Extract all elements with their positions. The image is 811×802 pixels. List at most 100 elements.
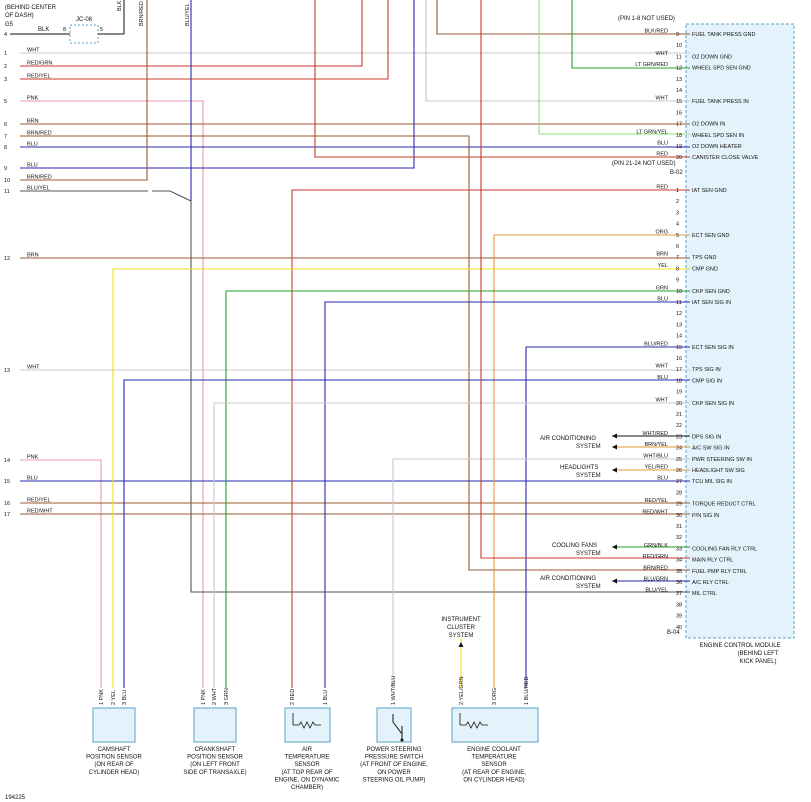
crankshaft-position-sensor-label-line: POSITION SENSOR xyxy=(187,755,243,761)
b04-wire-color-24: BRN/YEL xyxy=(644,442,668,448)
wire-left-14-pnk xyxy=(20,459,102,688)
wire-left-9-blu xyxy=(20,0,415,169)
headlights-system: HEADLIGHTS SYSTEM xyxy=(560,465,617,479)
b04-func-8: CMP GND xyxy=(692,266,718,272)
instrument-cluster-system: INSTRUMENT CLUSTER SYSTEM xyxy=(441,617,481,647)
b04-pin-7: 7 xyxy=(676,255,679,261)
cooling-fans-line1: COOLING FANS xyxy=(552,543,597,549)
b02-pin-11: 11 xyxy=(676,54,682,60)
left-wire-color-2: RED/GRN xyxy=(27,61,52,67)
b02-wire-color-15: WHT xyxy=(655,96,668,102)
b04-func-29: TORQUE REDUCT CTRL xyxy=(692,502,756,508)
power-steering-pressure-switch-label-line: POWER STEERING xyxy=(366,747,421,753)
b04-pin-28: 28 xyxy=(676,490,682,496)
b04-pin-15: 15 xyxy=(676,345,682,351)
ecm-name-line1: ENGINE CONTROL MODULE xyxy=(699,643,780,649)
wire-b04-18-blu xyxy=(123,379,690,688)
blk-ground-label: BLK xyxy=(38,27,49,33)
top-wire-label-brn-red: BRN/RED xyxy=(139,1,145,26)
wire-left-11-blu-yel-cont xyxy=(152,190,690,593)
power-steering-pressure-switch-label-line: (AT FRONT OF ENGINE, xyxy=(360,762,428,768)
wire-left-10-brn-red xyxy=(20,0,148,181)
b02-wire-color-20: RED xyxy=(656,152,668,158)
wire-left-2-red-grn xyxy=(20,0,363,67)
b04-func-30: P/N SIG IN xyxy=(692,513,719,519)
b02-func-12: WHEEL SPD SEN GND xyxy=(692,66,751,72)
camshaft-position-sensor-label-line: POSITION SENSOR xyxy=(86,755,142,761)
b04-func-7: TPS GND xyxy=(692,255,716,261)
b02-pin-13: 13 xyxy=(676,77,682,83)
wire-b02-18-ltgrn-yel xyxy=(538,0,690,135)
b04-pin-1: 1 xyxy=(676,188,679,194)
b04-wire-color-10: GRN xyxy=(656,285,668,291)
left-pin-13: 13 xyxy=(4,368,10,374)
g5-location-line2: OF DASH) xyxy=(5,13,34,19)
b04-pin-22: 22 xyxy=(676,423,682,429)
crankshaft-position-sensor-pin-label: 3 GRN xyxy=(224,688,230,705)
top-wire-label-blu-yel: BLU/YEL xyxy=(185,3,191,26)
left-pin-8: 8 xyxy=(4,145,7,151)
b04-pin-2: 2 xyxy=(676,199,679,205)
b02-wire-color-12: LT GRN/RED xyxy=(635,62,668,68)
b02-pin-16: 16 xyxy=(676,110,682,116)
b02-pin-17: 17 xyxy=(676,122,682,128)
engine-coolant-temperature-sensor-label-line: (AT REAR OF ENGINE, xyxy=(462,770,526,776)
left-wire-color-7: BRN/RED xyxy=(27,131,52,137)
ac-system-2-line2: SYSTEM xyxy=(576,584,601,590)
b02-pin-14: 14 xyxy=(676,88,682,94)
left-wire-color-17: RED/WHT xyxy=(27,509,53,515)
b02-wire-color-11: WHT xyxy=(655,51,668,57)
b02-func-15: FUEL TANK PRESS IN xyxy=(692,99,749,105)
b04-pin-4: 4 xyxy=(676,222,679,228)
b04-wire-color-18: BLU xyxy=(657,375,668,381)
left-wire-color-8: BLU xyxy=(27,142,38,148)
b04-func-1: IAT SEN GND xyxy=(692,188,727,194)
b04-pin-14: 14 xyxy=(676,334,682,340)
b04-pin-3: 3 xyxy=(676,210,679,216)
power-steering-pressure-switch-body xyxy=(376,707,412,743)
b02-func-20: CANISTER CLOSE VALVE xyxy=(692,155,759,161)
b02-pin-20: 20 xyxy=(676,155,682,161)
ecm-connector-b04: B-04 xyxy=(667,630,680,636)
wire-b04-10-grn xyxy=(225,290,690,688)
cooling-fans-arrow xyxy=(612,544,617,550)
wire-b04-15-blu-red xyxy=(525,346,690,688)
left-pin-10: 10 xyxy=(4,178,10,184)
b04-pin-17: 17 xyxy=(676,367,682,373)
left-wire-color-12: BRN xyxy=(27,253,39,259)
b04-wire-color-7: BRN xyxy=(656,252,668,258)
b04-wire-color-36: BLU/GRN xyxy=(644,577,668,583)
b04-wire-color-17: WHT xyxy=(655,364,668,370)
left-wire-color-10: BRN/RED xyxy=(27,175,52,181)
ecm-name-line3: KICK PANEL) xyxy=(740,659,777,665)
b04-wire-color-37: BLU/YEL xyxy=(645,588,668,594)
wire-left-5-pnk xyxy=(20,100,204,688)
crankshaft-position-sensor-body xyxy=(193,707,237,743)
b04-func-5: ECT SEN GND xyxy=(692,233,730,239)
wire-b04-8-yel xyxy=(112,268,690,688)
left-wire-color-6: BRN xyxy=(27,119,39,125)
power-steering-pressure-switch-label-line: STEERING OIL PUMP) xyxy=(363,777,426,783)
crankshaft-position-sensor-pin-label: 1 PNK xyxy=(201,689,207,705)
b04-func-18: CMP SIG IN xyxy=(692,378,722,384)
left-wire-color-5: PNK xyxy=(27,96,39,102)
wire-b02-20-red xyxy=(314,0,690,158)
engine-coolant-temperature-sensor-label-line: ENGINE COOLANT xyxy=(467,747,521,753)
b04-wire-color-1: RED xyxy=(656,185,668,191)
left-wire-color-3: RED/YEL xyxy=(27,74,51,80)
left-connector-pins: 1WHT2RED/GRN3RED/YEL5PNK6BRN7BRN/RED8BLU… xyxy=(4,48,53,519)
b04-func-10: CKP SEN GND xyxy=(692,289,730,295)
g5-label: G5 xyxy=(5,22,14,28)
headlights-arrow xyxy=(612,467,617,473)
b04-pin-16: 16 xyxy=(676,356,682,362)
b04-pin-32: 32 xyxy=(676,535,682,541)
wire-b04-20-wht xyxy=(213,402,690,688)
b04-pin-8: 8 xyxy=(676,266,679,272)
junction-connector-box xyxy=(69,24,99,44)
b04-func-35: FUEL PMP RLY CTRL xyxy=(692,569,747,575)
b04-func-15: ECT SEN SIG IN xyxy=(692,345,734,351)
